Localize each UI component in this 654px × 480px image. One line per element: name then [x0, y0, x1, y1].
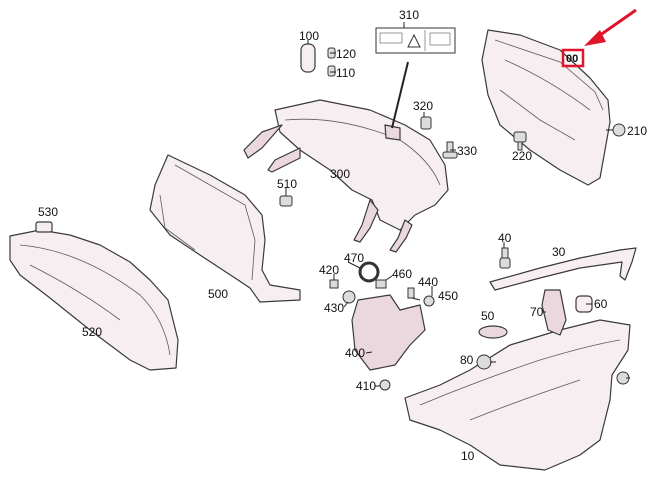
- bracket-70-part: [541, 289, 567, 336]
- latch-assembly-part: [329, 261, 435, 391]
- callout-70: 70: [530, 305, 544, 319]
- callout-330: 330: [457, 144, 477, 158]
- right-side-trim-part: [404, 319, 631, 471]
- callout-310: 310: [399, 8, 419, 22]
- callout-50: 50: [481, 309, 495, 323]
- clip-50-part: [478, 325, 508, 339]
- callout-10: 10: [461, 449, 475, 463]
- highlight-marker: 00: [561, 8, 637, 68]
- clip-510-part: [279, 195, 293, 207]
- callout-110: 110: [336, 66, 355, 80]
- clip-320-part: [420, 116, 458, 159]
- highlight-label: 00: [566, 53, 578, 65]
- callout-420: 420: [319, 263, 339, 277]
- callout-460: 460: [392, 267, 412, 281]
- callout-410: 410: [356, 379, 376, 393]
- highlight-arrow: [595, 8, 637, 40]
- lamp-part: [300, 43, 336, 77]
- callout-100: 100: [299, 29, 319, 43]
- parcel-shelf-part: [243, 61, 449, 253]
- left-side-trim-part: [9, 229, 179, 371]
- callout-440: 440: [418, 275, 438, 289]
- callout-510: 510: [277, 177, 297, 191]
- callout-400: 400: [345, 346, 365, 360]
- callout-470: 470: [344, 251, 364, 265]
- callout-450: 450: [438, 289, 458, 303]
- callout-220: 220: [512, 149, 532, 163]
- callout-60: 60: [594, 297, 608, 311]
- rear-trunk-trim-part: [481, 29, 611, 186]
- highlight-box: [561, 48, 585, 68]
- callout-300: 300: [330, 167, 350, 181]
- callout-120: 120: [336, 47, 356, 61]
- warning-label-part: [375, 27, 456, 54]
- strip-30-part: [489, 247, 637, 291]
- callout-40: 40: [498, 231, 512, 245]
- callout-430: 430: [324, 301, 344, 315]
- callout-500: 500: [208, 287, 228, 301]
- callout-80: 80: [460, 353, 474, 367]
- callout-320: 320: [413, 99, 433, 113]
- leader-lines: [285, 22, 630, 387]
- callout-520: 520: [82, 325, 102, 339]
- clip-220-part: [513, 131, 527, 151]
- callout-530: 530: [38, 205, 58, 219]
- arrow-head-icon: [584, 30, 606, 46]
- rear-panel-part: [149, 154, 301, 303]
- callout-30: 30: [552, 245, 566, 259]
- clip-210-part: [612, 123, 626, 137]
- callout-210: 210: [627, 124, 647, 138]
- bolt-40-part: [499, 247, 511, 269]
- clip-80-part: [476, 354, 492, 370]
- cap-530-part: [35, 221, 53, 233]
- callout-labels: 310 100 120 110 320 330 300 510 530 500 …: [38, 8, 647, 463]
